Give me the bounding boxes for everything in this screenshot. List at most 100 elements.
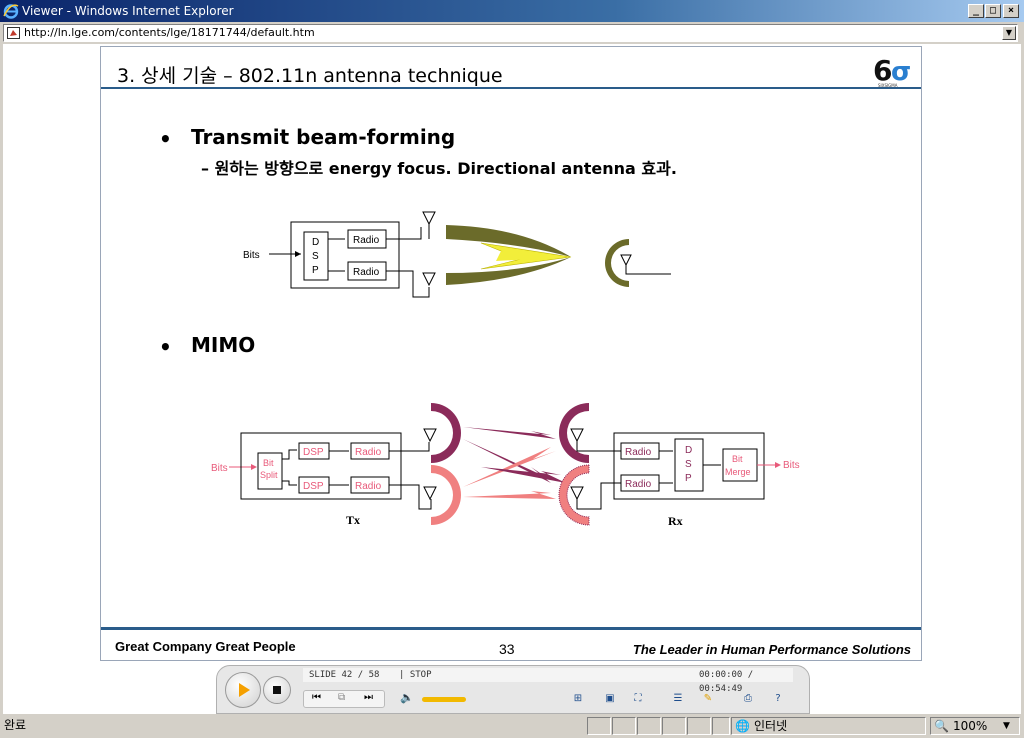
player-state: | STOP xyxy=(399,670,432,680)
address-url: http://ln.lge.com/contents/lge/18171744/… xyxy=(24,26,315,39)
bits-out-label: Bits xyxy=(783,460,800,471)
player-time: 00:00:00 / 00:54:49 xyxy=(699,670,754,694)
dsp-letter: P xyxy=(685,473,692,484)
status-bar: 완료 🌐 인터넷 🔍 100% ▼ xyxy=(0,714,1024,738)
dsp-label: DSP xyxy=(303,481,324,492)
rx-lobe-icon xyxy=(559,403,589,463)
antenna-icon xyxy=(570,486,584,501)
previous-slide-icon[interactable]: ⏮ xyxy=(312,692,321,703)
bullet-transmit-beam-forming: Transmit beam-forming xyxy=(191,125,456,149)
dsp-letter: D xyxy=(312,237,319,248)
address-bar: http://ln.lge.com/contents/lge/18171744/… xyxy=(0,22,1024,44)
presentation-player: SLIDE 42 / 58 | STOP 00:00:00 / 00:54:49… xyxy=(216,665,810,714)
bit-merge-label: Bit xyxy=(732,454,743,464)
radio-label: Radio xyxy=(355,447,382,458)
bits-in-label: Bits xyxy=(211,463,228,474)
print-icon[interactable]: ⎙ xyxy=(744,693,752,704)
next-slide-icon[interactable]: ⏭ xyxy=(364,692,373,703)
bit-split-label: Split xyxy=(260,470,278,480)
play-icon xyxy=(239,683,250,697)
address-input[interactable]: http://ln.lge.com/contents/lge/18171744/… xyxy=(3,24,1018,42)
footer-divider xyxy=(101,627,921,630)
bit-split-block xyxy=(257,452,283,490)
status-pane xyxy=(687,717,711,735)
antenna-icon xyxy=(620,254,632,267)
volume-slider[interactable] xyxy=(422,697,466,702)
antenna-icon xyxy=(570,428,584,443)
slide-counter: SLIDE 42 / 58 xyxy=(309,670,380,680)
tx-lobe-icon xyxy=(431,465,461,525)
radio-label: Radio xyxy=(625,447,652,458)
slide-page-number: 33 xyxy=(499,641,515,657)
dsp-letter: S xyxy=(685,459,692,470)
radio-label: Radio xyxy=(625,479,652,490)
radio-label: Radio xyxy=(355,481,382,492)
status-pane xyxy=(637,717,661,735)
zone-label: 인터넷 xyxy=(754,719,788,733)
rx-label: Rx xyxy=(668,514,683,528)
svg-text:σ: σ xyxy=(891,57,911,87)
bullet-dot: • xyxy=(159,127,172,151)
dsp-letter: S xyxy=(312,251,319,262)
navigation-controls: ⏮ ⧉ ⏭ xyxy=(303,690,385,708)
bits-label: Bits xyxy=(243,250,260,261)
svg-text:SIXSIGMA: SIXSIGMA xyxy=(878,83,898,88)
bullet-mimo: MIMO xyxy=(191,333,256,357)
fit-screen-icon[interactable]: ▣ xyxy=(605,693,615,704)
zoom-control[interactable]: 🔍 100% ▼ xyxy=(930,717,1020,735)
antenna-icon xyxy=(423,486,437,501)
zoom-icon[interactable]: ⊞ xyxy=(573,693,583,704)
tx-lobe-icon xyxy=(431,403,461,463)
mimo-diagram: Bits Bit Split DSP DSP Radio Radio Tx xyxy=(211,403,800,528)
stop-button[interactable] xyxy=(263,676,291,704)
sub-bullet-directional: – 원하는 방향으로 energy focus. Directional ant… xyxy=(201,159,677,178)
radio-label: Radio xyxy=(353,267,380,278)
page-icon xyxy=(7,27,20,39)
outline-list-icon[interactable]: ☰ xyxy=(673,693,683,704)
address-dropdown-button[interactable]: ▼ xyxy=(1002,26,1016,40)
title-divider xyxy=(101,87,921,89)
radio-label: Radio xyxy=(353,235,380,246)
zoom-icon: 🔍 xyxy=(934,719,949,733)
player-info-bar: SLIDE 42 / 58 | STOP 00:00:00 / 00:54:49 xyxy=(303,668,793,694)
antenna-icon xyxy=(423,428,437,443)
stop-icon xyxy=(273,686,281,694)
window-titlebar: Viewer - Windows Internet Explorer _ □ × xyxy=(0,0,1024,22)
rx-lobe-icon xyxy=(558,464,590,526)
close-button[interactable]: × xyxy=(1003,4,1019,18)
maximize-button[interactable]: □ xyxy=(985,4,1001,18)
sixty-sigma-logo: 6 σ SIXSIGMA xyxy=(873,54,911,88)
status-pane xyxy=(612,717,636,735)
dsp-letter: P xyxy=(312,265,319,276)
svg-text:6: 6 xyxy=(873,54,892,87)
status-pane xyxy=(587,717,611,735)
minimize-button[interactable]: _ xyxy=(968,4,984,18)
help-icon[interactable]: ? xyxy=(775,693,781,704)
window-title: Viewer - Windows Internet Explorer xyxy=(22,4,234,18)
zoom-level: 100% xyxy=(953,719,988,733)
footer-left-text: Great Company Great People xyxy=(115,639,296,654)
internet-explorer-icon xyxy=(3,4,19,19)
status-pane xyxy=(662,717,686,735)
beamforming-diagram: Bits D S P Radio Radio xyxy=(243,211,671,298)
slide-list-icon[interactable]: ⧉ xyxy=(338,692,346,703)
dsp-label: DSP xyxy=(303,447,324,458)
dsp-block xyxy=(303,231,329,281)
status-pane xyxy=(712,717,730,735)
globe-icon: 🌐 xyxy=(735,719,750,733)
dsp-letter: D xyxy=(685,445,692,456)
antenna-icon xyxy=(422,272,436,287)
status-text: 완료 xyxy=(4,718,27,732)
footer-right-text: The Leader in Human Performance Solution… xyxy=(632,642,911,657)
bit-merge-label: Merge xyxy=(725,467,751,477)
presentation-slide: 3. 상세 기술 – 802.11n antenna technique 6 σ… xyxy=(100,46,922,661)
fullscreen-icon[interactable]: ⛶ xyxy=(634,693,642,704)
chevron-down-icon[interactable]: ▼ xyxy=(1003,721,1010,731)
antenna-icon xyxy=(422,211,436,226)
volume-icon[interactable]: 🔈 xyxy=(400,691,414,704)
notes-icon[interactable]: ✎ xyxy=(703,693,713,704)
bit-split-label: Bit xyxy=(263,458,274,468)
bullet-dot: • xyxy=(159,335,172,359)
receiver-dish-icon xyxy=(605,239,629,287)
play-button[interactable] xyxy=(225,672,261,708)
